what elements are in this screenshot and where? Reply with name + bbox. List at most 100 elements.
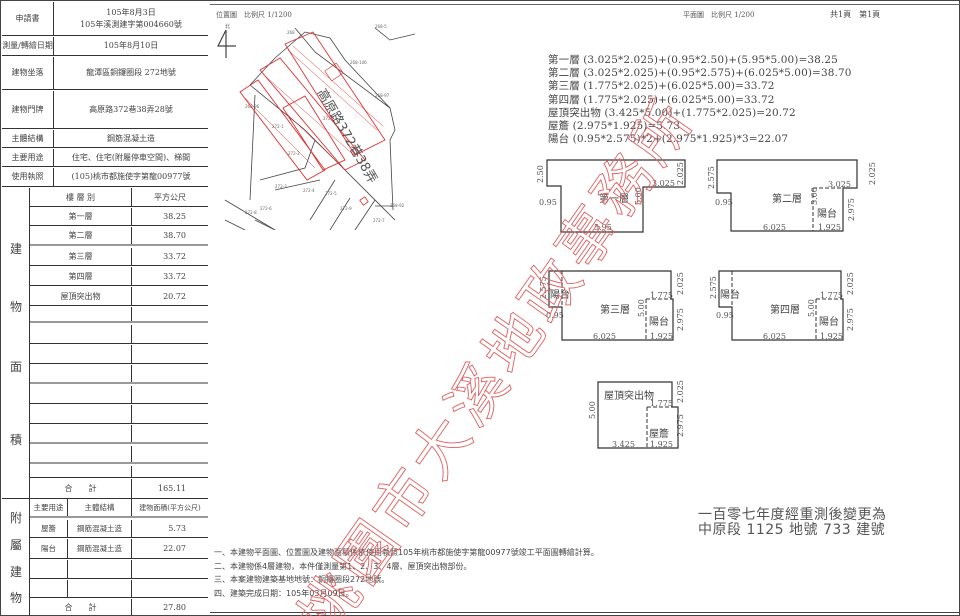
balcony-label: 陽台 <box>649 315 669 328</box>
annex-total-row: 合 計 27.80 <box>30 599 208 615</box>
dim-label: 2.025 <box>868 162 877 185</box>
license-value: (105)桃市都施使字第龍00977號 <box>71 172 191 181</box>
section-divider <box>2 498 208 499</box>
floor-plan-2: 2.575 0.95 6.025 5.00 3.025 2.025 2.975 … <box>707 159 877 232</box>
usage-row: 主要用途 住宅、住宅(附屬停車空間)、梯間 <box>2 149 208 167</box>
building-area-side: 建 物 面 積 <box>2 188 30 498</box>
location-value: 龍潭區銅鑼圈段 272地號 <box>86 68 176 77</box>
address-value: 高原路372巷38弄28號 <box>89 104 173 114</box>
page-count: 共1頁 第1頁 <box>830 10 881 19</box>
annex-use: 陽台 <box>30 539 68 558</box>
svg-text:272-1: 272-1 <box>272 124 284 129</box>
area-row-empty <box>30 307 208 323</box>
note-item: 四、建築完成日期：105年03月09日。 <box>214 588 354 598</box>
svg-text:272-6: 272-6 <box>260 206 272 211</box>
floor-name: 第一層 <box>30 208 132 225</box>
room-label: 第四層 <box>770 303 800 316</box>
dim-label: 1.775 <box>650 399 673 408</box>
dim-label: 0.95 <box>716 311 734 320</box>
dim-label: 2.025 <box>676 272 685 295</box>
area-row-empty <box>30 405 208 424</box>
annex-header: 主要用途 主體結構 建物面積(平方公尺) <box>30 499 208 518</box>
application-date: 105年8月3日 <box>106 7 156 17</box>
floor-header: 樓 層 別 <box>30 188 132 206</box>
room-label: 第一層 <box>599 192 629 205</box>
dim-label: 0.95 <box>546 311 564 320</box>
annex-row-empty <box>30 560 208 579</box>
annex-total: 27.80 <box>163 602 186 612</box>
svg-text:268-96: 268-96 <box>245 104 260 109</box>
side-char: 物 <box>10 300 23 314</box>
side-char: 屬 <box>10 538 23 552</box>
dim-label: 1.775 <box>650 291 673 300</box>
dim-label: 2.025 <box>676 162 685 185</box>
dim-label: 2.975 <box>846 308 855 331</box>
area-row: 屋頂突出物 20.72 <box>30 287 208 306</box>
note-item: 二、本建物係4層建物，本件僅測量第1、2、3、4層、屋頂突出物部份。 <box>214 561 472 571</box>
note-item: 一、本建物平面圖、位置圖及建物面積係依使用執照105年桃市都施使字第龍00977… <box>214 548 599 557</box>
svg-text:272-7: 272-7 <box>373 218 385 223</box>
area-row-empty <box>30 425 208 444</box>
floor-area: 33.72 <box>163 252 186 261</box>
svg-text:272-4: 272-4 <box>303 188 315 193</box>
dim-label: 6.025 <box>763 332 786 341</box>
floor-plan-4: 2.575 0.95 6.025 5.00 1.775 2.025 2.975 … <box>709 270 855 341</box>
annex-area: 5.73 <box>168 524 186 533</box>
area-row: 第四層 33.72 <box>30 267 208 286</box>
svg-text:268-106: 268-106 <box>350 60 367 65</box>
dim-label: 5.00 <box>807 299 816 317</box>
annex-structure-header: 主體結構 <box>68 499 132 516</box>
annex-side: 附 屬 建 物 <box>2 499 30 616</box>
floor-name: 第四層 <box>30 267 132 285</box>
dim-label: 1.925 <box>820 332 843 341</box>
area-total-row: 合 計 165.11 <box>30 479 208 498</box>
dim-label: 2.50 <box>536 165 545 183</box>
eave-label: 屋簷 <box>649 427 669 440</box>
location-label: 建物坐落 <box>2 57 54 89</box>
area-row-empty <box>30 386 208 404</box>
svg-text:268-5: 268-5 <box>375 24 387 29</box>
dim-label: 2.025 <box>676 380 685 403</box>
svg-text:268: 268 <box>287 30 295 35</box>
application-row: 申請書 105年8月3日 105年溪測建字第004660號 <box>2 2 208 36</box>
renumber-notice: 一百零七年度經重測後變更為 中原段 1125 地號 733 建號 <box>698 508 887 538</box>
side-char: 物 <box>10 591 23 605</box>
annex-area-header: 建物面積(平方公尺) <box>139 503 201 512</box>
total-label: 合 計 <box>30 479 132 498</box>
side-char: 建 <box>10 565 23 579</box>
total-area: 165.11 <box>158 484 186 493</box>
floor-area: 33.72 <box>163 271 186 281</box>
svg-text:272-8: 272-8 <box>245 210 257 215</box>
balcony-label: 陽台 <box>817 207 837 220</box>
dim-label: 6.025 <box>593 332 616 341</box>
room-label: 屋頂突出物 <box>604 389 654 402</box>
svg-text:272-9: 272-9 <box>340 206 352 211</box>
top-border <box>210 4 960 5</box>
north-label: 北 <box>225 24 231 30</box>
floor-name: 屋頂突出物 <box>30 287 132 305</box>
location-map-title: 位置圖 比例尺 1/1200 <box>216 11 292 19</box>
formula: 第四層 (1.775*2.025)+(6.025*5.00)=33.72 <box>548 93 775 106</box>
floor-name: 第二層 <box>30 227 132 244</box>
formula: 陽台 (0.95*2.575)*2+(2.975*1.925)*3=22.07 <box>548 133 789 146</box>
formula: 第二層 (3.025*2.025)+(0.95*2.575)+(6.025*5.… <box>548 67 852 80</box>
application-number: 105年溪測建字第004660號 <box>80 19 182 29</box>
note-item: 三、本案建物建築基地地號：銅鑼圈段272地號。 <box>214 575 390 584</box>
formula: 第三層 (1.775*2.025)+(6.025*5.00)=33.72 <box>548 80 775 93</box>
annex-row-empty <box>30 580 208 598</box>
side-char: 積 <box>10 433 23 447</box>
dim-label: 3.425 <box>612 440 635 449</box>
area-row-empty <box>30 365 208 384</box>
dim-label: 5.00 <box>588 401 597 419</box>
area-row: 第二層 38.70 <box>30 227 208 246</box>
area-row-empty <box>30 345 208 364</box>
svg-text:272-5: 272-5 <box>325 191 337 196</box>
room-label: 第二層 <box>772 192 802 205</box>
balcony-label: 陽台 <box>720 288 740 301</box>
area-row-empty <box>30 446 208 464</box>
address-row: 建物門牌 高原路372巷38弄28號 <box>2 91 208 129</box>
dim-label: 3.025 <box>652 179 675 188</box>
annex-row: 屋簷 鋼筋混凝土造 5.73 <box>30 520 208 538</box>
dim-label: 2.975 <box>847 198 856 221</box>
structure-label: 主體結構 <box>2 130 54 147</box>
